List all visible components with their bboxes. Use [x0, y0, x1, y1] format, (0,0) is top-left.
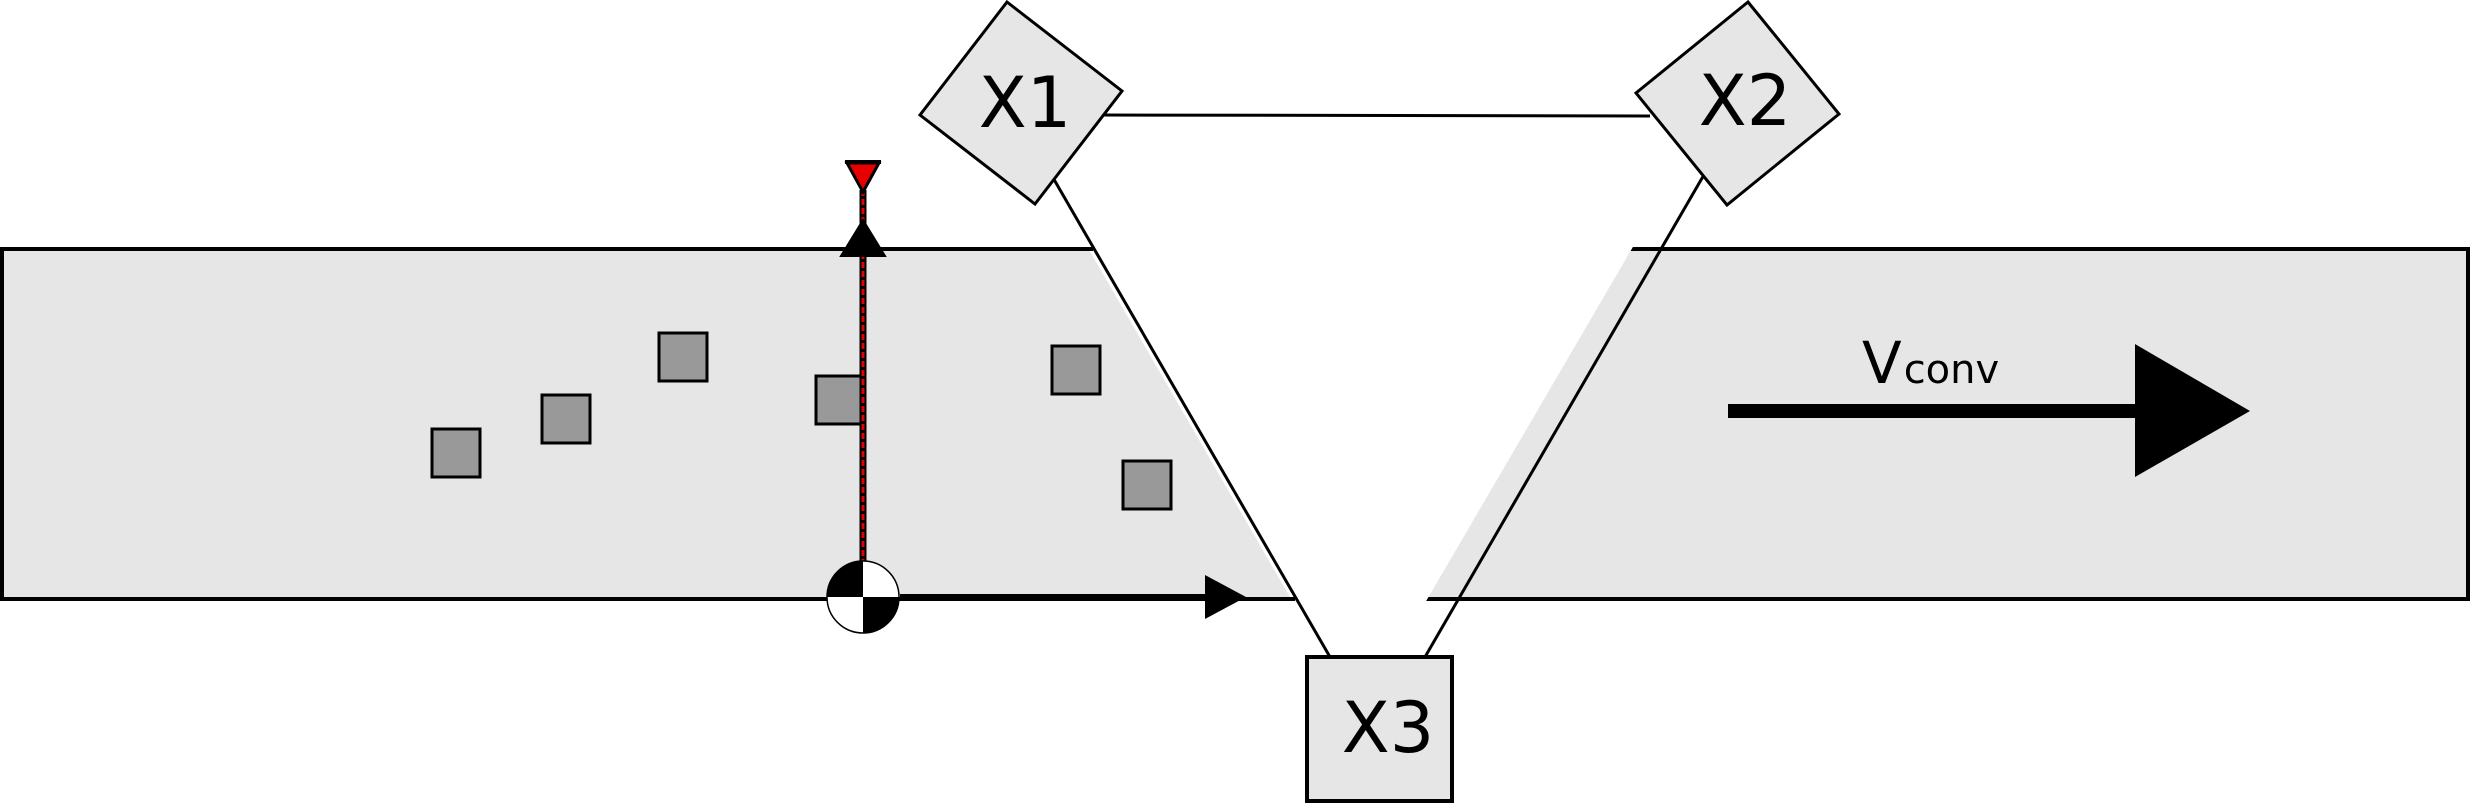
large-arrow-right-icon — [2135, 344, 2250, 477]
link-x1-x3 — [1050, 175, 1332, 658]
conveyor-item — [540, 393, 592, 445]
node-x2-diamond — [1633, 0, 1842, 208]
arrow-right-icon — [1205, 575, 1246, 619]
conveyor-item — [657, 331, 709, 383]
node-x1: X1 — [917, 0, 1125, 207]
conveyor-item — [430, 427, 482, 479]
link-x2-x3 — [1423, 172, 1707, 658]
conveyor-item — [1050, 344, 1102, 396]
conveyor-items — [430, 331, 1173, 511]
link-x1-x2 — [1099, 113, 1651, 118]
conveyor-item — [814, 374, 866, 426]
node-x1-label: X1 — [979, 62, 1072, 144]
node-x2: X2 — [1633, 0, 1842, 208]
robot-workspace-area — [1011, 115, 1710, 680]
node-x1-diamond — [917, 0, 1125, 207]
node-x2-label: X2 — [1699, 60, 1792, 142]
velocity-subscript: conv — [1904, 347, 2000, 393]
workspace-links — [1050, 113, 1707, 658]
node-x3-label: X3 — [1342, 687, 1435, 769]
conveyor-edges — [2, 247, 2468, 601]
node-x3: X3 — [1305, 655, 1454, 803]
sensor-receiver-icon — [839, 218, 887, 257]
conveyor-velocity: Vconv — [1728, 329, 2250, 477]
conveyor-item — [1121, 459, 1173, 511]
checkered-center-of-mass-icon — [826, 560, 900, 634]
sensor-emitter-icon — [844, 161, 882, 196]
coordinate-frame — [826, 560, 1246, 634]
velocity-label: Vconv — [1862, 329, 1999, 397]
light-barrier-sensor — [839, 160, 887, 595]
velocity-symbol: V — [1862, 329, 1902, 397]
node-x3-square — [1305, 655, 1454, 803]
